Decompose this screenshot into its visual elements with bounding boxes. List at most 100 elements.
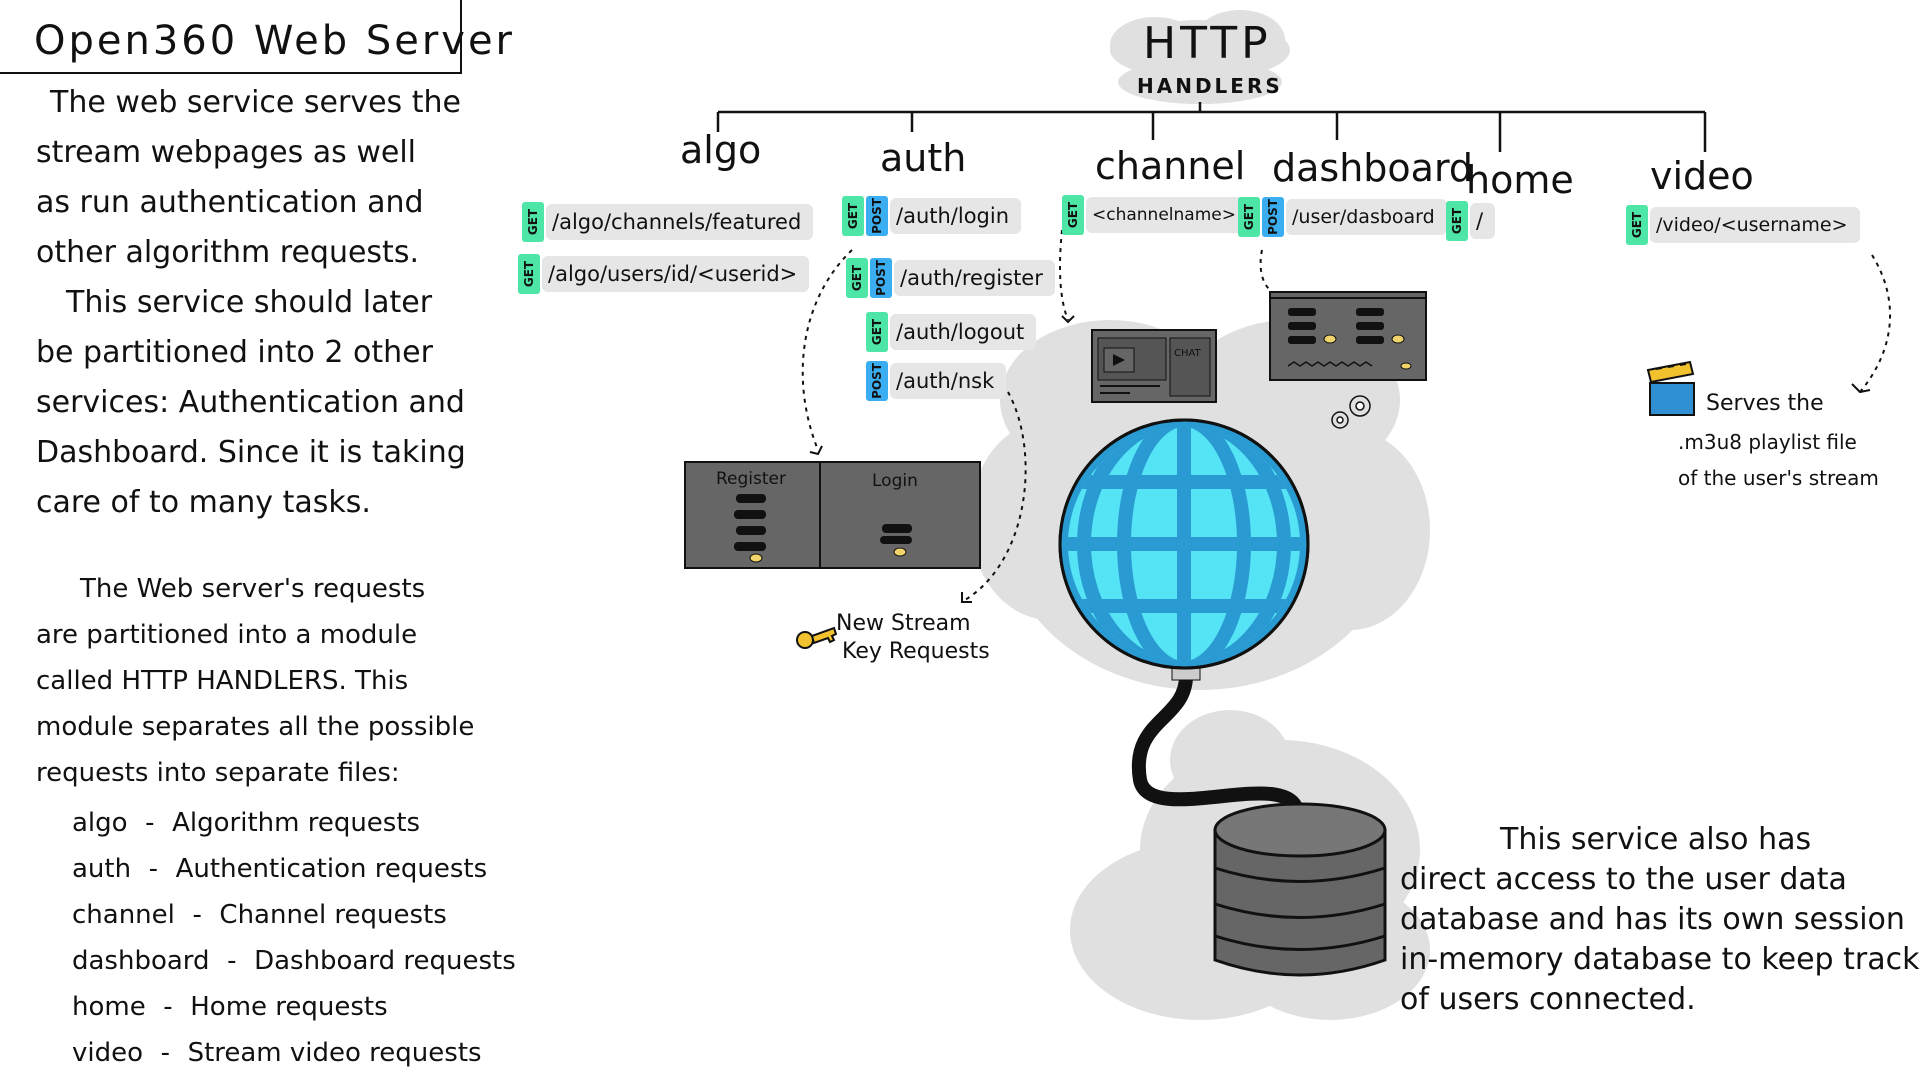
endpoint-path: /algo/users/id/<userid> <box>542 256 810 292</box>
endpoint-algo-users: GET /algo/users/id/<userid> <box>518 254 810 294</box>
tree-connectors <box>716 102 1707 152</box>
category-dashboard: dashboard <box>1272 146 1474 190</box>
dash-separator: - <box>227 946 237 976</box>
database-note: This service also has direct access to t… <box>1400 820 1919 1020</box>
module-desc: Algorithm requests <box>172 808 421 838</box>
endpoint-auth-register: GET POST /auth/register <box>846 258 1055 298</box>
description-line: services: Authentication and <box>36 385 465 420</box>
get-badge: GET <box>1626 205 1648 245</box>
module-item: video - Stream video requests <box>72 1038 482 1068</box>
post-badge: POST <box>870 258 892 298</box>
database-icon <box>1213 802 1387 977</box>
module-name: algo <box>72 808 128 838</box>
chat-label: CHAT <box>1174 348 1202 359</box>
get-badge: GET <box>518 254 540 294</box>
video-note: Serves the <box>1706 386 1824 422</box>
endpoint-path: /auth/nsk <box>890 363 1007 399</box>
dashed-arrows <box>801 229 1891 603</box>
module-item: auth - Authentication requests <box>72 854 487 884</box>
note-line: of users connected. <box>1400 982 1696 1017</box>
endpoint-path: <channelname> <box>1086 197 1248 233</box>
description-paragraph-1: The web service serves the stream webpag… <box>36 78 466 528</box>
category-channel: channel <box>1095 144 1246 188</box>
key-icon <box>796 626 838 649</box>
module-item: home - Home requests <box>72 992 388 1022</box>
video-note-continued: .m3u8 playlist file of the user's stream <box>1678 424 1879 496</box>
endpoint-path: /auth/logout <box>890 314 1037 350</box>
dash-separator: - <box>160 1038 170 1068</box>
get-badge: GET <box>842 196 864 236</box>
note-line: New Stream <box>836 611 971 636</box>
get-badge: GET <box>522 202 544 242</box>
note-line: This service also has <box>1500 822 1812 857</box>
module-name: video <box>72 1038 144 1068</box>
post-badge: POST <box>866 361 888 401</box>
module-name: home <box>72 992 146 1022</box>
clapperboard-icon <box>1646 360 1695 416</box>
category-video: video <box>1650 154 1754 198</box>
module-name: auth <box>72 854 132 884</box>
title-frame <box>0 0 462 74</box>
description-line: The Web server's requests <box>80 574 426 604</box>
note-line: direct access to the user data <box>1400 862 1847 897</box>
get-badge: GET <box>846 258 868 298</box>
endpoint-dashboard: GET POST /user/dasboard <box>1238 197 1447 237</box>
module-desc: Authentication requests <box>175 854 488 884</box>
globe-icon <box>1058 418 1310 670</box>
module-desc: Stream video requests <box>187 1038 482 1068</box>
module-desc: Dashboard requests <box>254 946 516 976</box>
category-auth: auth <box>880 136 967 180</box>
note-line: Serves the <box>1706 391 1824 416</box>
dash-separator: - <box>148 854 159 884</box>
description-paragraph-2: The Web server's requests are partitione… <box>36 566 474 796</box>
note-line: of the user's stream <box>1678 466 1879 490</box>
description-line: be partitioned into 2 other <box>36 335 433 370</box>
description-line: other algorithm requests. <box>36 235 419 270</box>
note-line: in-memory database to keep track <box>1400 942 1920 977</box>
description-line: are partitioned into a module <box>36 620 418 650</box>
description-line: requests into separate files: <box>36 758 400 788</box>
module-desc: Home requests <box>190 992 388 1022</box>
nsk-note: New Stream Key Requests <box>836 610 990 666</box>
post-badge: POST <box>1262 197 1284 237</box>
module-name: channel <box>72 900 175 930</box>
register-label: Register <box>716 469 786 489</box>
endpoint-auth-login: GET POST /auth/login <box>842 196 1022 236</box>
gear-icon <box>1331 395 1371 429</box>
note-line: database and has its own session <box>1400 902 1905 937</box>
description-line: stream webpages as well <box>36 135 417 170</box>
module-desc: Channel requests <box>219 900 447 930</box>
channel-player: CHAT <box>1091 329 1217 403</box>
endpoint-auth-logout: GET /auth/logout <box>866 312 1037 352</box>
get-badge: GET <box>866 312 888 352</box>
module-item: algo - Algorithm requests <box>72 808 420 838</box>
description-line: as run authentication and <box>36 185 424 220</box>
description-line: This service should later <box>66 285 433 320</box>
endpoint-video: GET /video/<username> <box>1626 205 1860 245</box>
endpoint-path: /auth/register <box>894 260 1055 296</box>
endpoint-algo-featured: GET /algo/channels/featured <box>522 202 814 242</box>
get-badge: GET <box>1446 201 1468 241</box>
dash-separator: - <box>163 992 173 1022</box>
play-icon <box>1113 354 1125 366</box>
description-line: The web service serves the <box>50 85 461 120</box>
login-label: Login <box>872 471 918 491</box>
description-line: module separates all the possible <box>36 712 475 742</box>
get-badge: GET <box>1238 197 1260 237</box>
endpoint-path: /auth/login <box>890 198 1022 234</box>
page-title: Open360 Web Server <box>34 18 515 64</box>
endpoint-path: / <box>1470 203 1496 239</box>
http-root-label: HTTP <box>1143 18 1272 69</box>
http-root-sublabel: HANDLERS <box>1137 74 1283 98</box>
note-line: Key Requests <box>842 639 990 664</box>
http-cloud <box>1110 10 1290 104</box>
dash-separator: - <box>145 808 155 838</box>
auth-panel: Register Login <box>684 461 981 569</box>
post-badge: POST <box>866 196 888 236</box>
description-line: Dashboard. Since it is taking <box>36 435 466 470</box>
endpoint-channel: GET <channelname> <box>1062 195 1248 235</box>
description-line: care of to many tasks. <box>36 485 371 520</box>
endpoint-auth-nsk: POST /auth/nsk <box>866 361 1007 401</box>
category-home: home <box>1466 158 1574 202</box>
